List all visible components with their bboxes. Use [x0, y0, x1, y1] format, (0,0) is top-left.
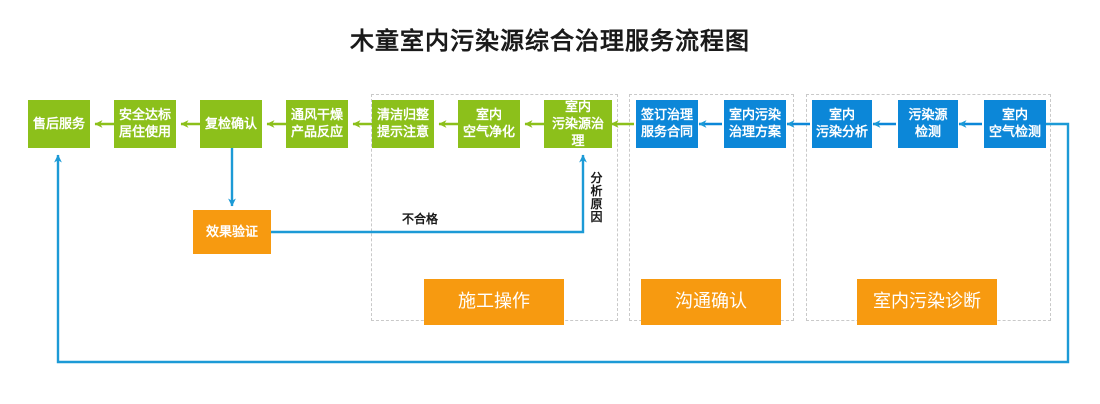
- node-clean-tidy-notice[interactable]: 清洁归整 提示注意: [372, 100, 434, 148]
- node-ventilate-dry[interactable]: 通风干燥 产品反应: [286, 100, 348, 148]
- node-indoor-source-treat[interactable]: 室内 污染源治理: [544, 100, 612, 149]
- node-safe-standard-living[interactable]: 安全达标 居住使用: [114, 100, 176, 148]
- node-source-detection[interactable]: 污染源 检测: [898, 100, 958, 148]
- node-recheck-confirm[interactable]: 复检确认: [200, 100, 262, 148]
- label-analyze-cause: 分析原因: [590, 171, 603, 224]
- stage-communication-confirm[interactable]: 沟通确认: [641, 279, 781, 325]
- node-indoor-air-purify[interactable]: 室内 空气净化: [458, 100, 520, 148]
- node-pollution-analysis[interactable]: 室内 污染分析: [812, 100, 872, 148]
- node-after-sales-service[interactable]: 售后服务: [28, 100, 90, 148]
- node-treatment-plan[interactable]: 室内污染 治理方案: [724, 100, 786, 148]
- stage-indoor-pollution-diagnosis[interactable]: 室内污染诊断: [857, 279, 997, 325]
- page-title: 木童室内污染源综合治理服务流程图: [350, 27, 750, 55]
- node-effect-verification[interactable]: 效果验证: [193, 210, 271, 254]
- node-indoor-air-detection[interactable]: 室内 空气检测: [984, 100, 1046, 148]
- stage-construction-operation[interactable]: 施工操作: [424, 279, 564, 325]
- node-sign-service-contract[interactable]: 签订治理 服务合同: [636, 100, 698, 148]
- label-fail: 不合格: [402, 212, 439, 226]
